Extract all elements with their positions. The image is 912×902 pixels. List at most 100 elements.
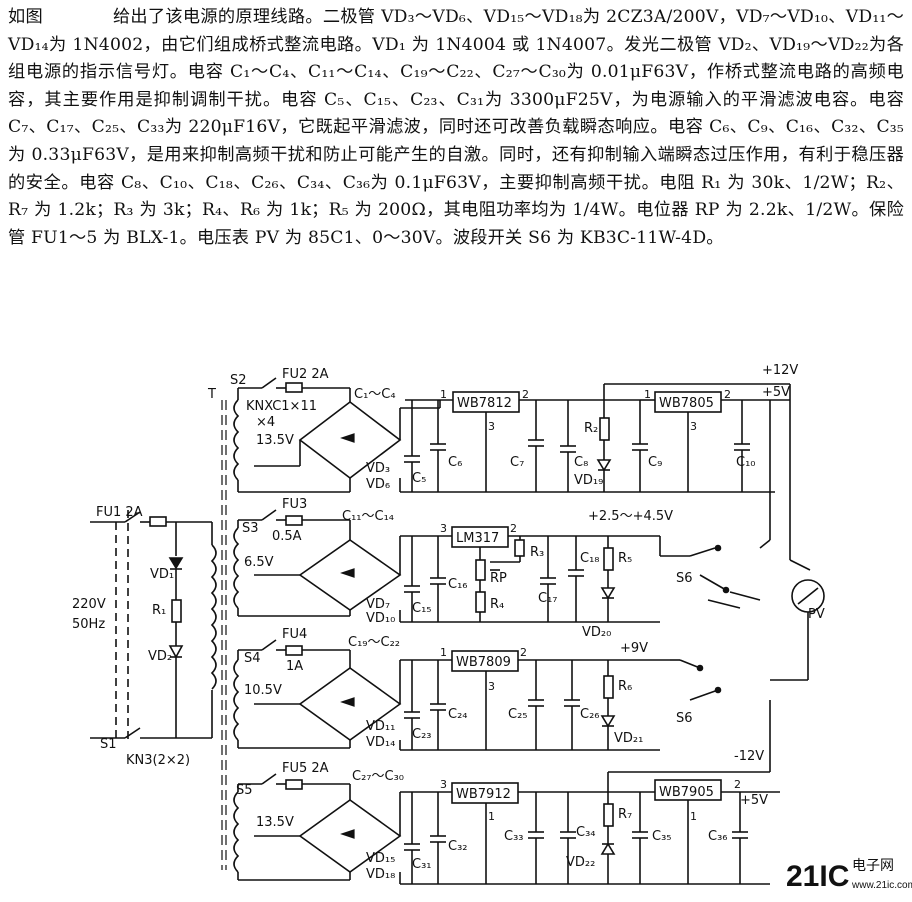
ch1-winding-label: 13.5V [256,433,294,448]
watermark-cn: 电子网 [852,857,894,873]
c35-label: C₃₅ [652,829,672,844]
r7-label: R₇ [618,807,632,822]
s6-label-top: S6 [676,571,693,586]
out-plus5-b-label: +5V [740,793,768,808]
c25-label: C₂₅ [508,707,528,722]
mains-fuse-label: FU1 2A [96,505,143,520]
pin-label: 2 [724,388,731,401]
c32-label: C₃₂ [448,839,468,854]
mains-freq-label: 50Hz [72,617,105,632]
c19-c22-label: C₁₉～C₂₂ [348,635,400,650]
vd20-label: VD₂₀ [582,625,611,640]
c31-label: C₃₁ [412,857,432,872]
mains-voltage-label: 220V [72,597,106,612]
pin-label: 3 [488,680,495,693]
c24-label: C₂₄ [448,707,468,722]
sw-count-label: ×4 [256,415,275,430]
vd3-label: VD₃ [366,461,390,476]
description-text: 如图 给出了该电源的原理线路。二极管 VD₃～VD₆、VD₁₅～VD₁₈为 2C… [8,7,904,248]
c10-label: C₁₀ [736,455,756,470]
wb7809-label: WB7809 [456,655,511,670]
c23-label: C₂₃ [412,727,432,742]
vd14-label: VD₁₄ [366,735,395,750]
pin-label: 2 [522,388,529,401]
vd22-label: VD₂₂ [566,855,595,870]
pin-label: 3 [488,420,495,433]
pin-label: 1 [440,646,447,659]
vd10-label: VD₁₀ [366,611,395,626]
s4-label: S4 [244,651,261,666]
wb7912-label: WB7912 [456,787,511,802]
r2-label: R₂ [584,421,598,436]
ch4-winding-label: 13.5V [256,815,294,830]
c9-label: C₉ [648,455,662,470]
c1-c4-label: C₁～C₄ [354,387,396,402]
fu3-label: FU3 [282,497,307,512]
pin-label: 1 [644,388,651,401]
r6-label: R₆ [618,679,632,694]
watermark-logo: 21IC [786,860,849,893]
vd1-label: VD₁ [150,567,174,582]
c33-label: C₃₃ [504,829,524,844]
pin-label: 3 [440,522,447,535]
c16-label: C₁₆ [448,577,468,592]
pv-label: PV [808,607,825,622]
out-adj-label: +2.5～+4.5V [588,509,673,524]
c5-label: C₅ [412,471,426,486]
c17-label: C₁₇ [538,591,558,606]
vd19-label: VD₁₉ [574,473,603,488]
c11-c14-label: C₁₁～C₁₄ [342,509,394,524]
wb7905-label: WB7905 [659,785,714,800]
c18-label: C₁₈ [580,551,600,566]
vd18-label: VD₁₈ [366,867,395,882]
ch3-winding-label: 10.5V [244,683,282,698]
r3-label: R₃ [530,545,544,560]
watermark-url: www.21ic.com [851,880,912,891]
vd6-label: VD₆ [366,477,390,492]
lm317-label: LM317 [456,531,499,546]
r4-label: R₄ [490,597,504,612]
rp-label: RP [490,571,507,586]
watermark: 21IC 电子网 www.21ic.com [786,857,912,893]
s3-label: S3 [242,521,259,536]
fu4-rating-label: 1A [286,659,303,674]
out-minus12-label: -12V [734,749,764,764]
c8-label: C₈ [574,455,588,470]
vd21-label: VD₂₁ [614,731,643,746]
pin-label: 2 [510,522,517,535]
r1-label: R₁ [152,603,166,618]
pin-label: 1 [488,810,495,823]
fu2-label: FU2 2A [282,367,329,382]
out-plus5-label: +5V [762,385,790,400]
c6-label: C₆ [448,455,462,470]
c7-label: C₇ [510,455,524,470]
vd15-label: VD₁₅ [366,851,395,866]
s2-label: S2 [230,373,247,388]
pin-label: 3 [440,778,447,791]
wb7805-label: WB7805 [659,396,714,411]
vd2-label: VD₂ [148,649,172,664]
pin-label: 2 [520,646,527,659]
r5-label: R₅ [618,551,632,566]
fu5-label: FU5 2A [282,761,329,776]
ch2-winding-label: 6.5V [244,555,274,570]
wb7812-label: WB7812 [457,396,512,411]
fu3-rating-label: 0.5A [272,529,302,544]
c15-label: C₁₅ [412,601,432,616]
c36-label: C₃₆ [708,829,728,844]
s1-label: S1 [100,737,117,752]
description-paragraph: 如图 给出了该电源的原理线路。二极管 VD₃～VD₆、VD₁₅～VD₁₈为 2C… [8,4,904,252]
out-plus12-label: +12V [762,363,798,378]
c26-label: C₂₆ [580,707,600,722]
pin-label: 3 [690,420,697,433]
vd11-label: VD₁₁ [366,719,395,734]
c34-label: C₃₄ [576,825,596,840]
sw-type-label: KNXC1×11 [246,399,317,414]
fu4-label: FU4 [282,627,307,642]
transformer-label: T [207,387,216,402]
pin-label: 1 [440,388,447,401]
s6-label-bottom: S6 [676,711,693,726]
c27-c30-label: C₂₇～C₃₀ [352,769,404,784]
out-plus9-label: +9V [620,641,648,656]
